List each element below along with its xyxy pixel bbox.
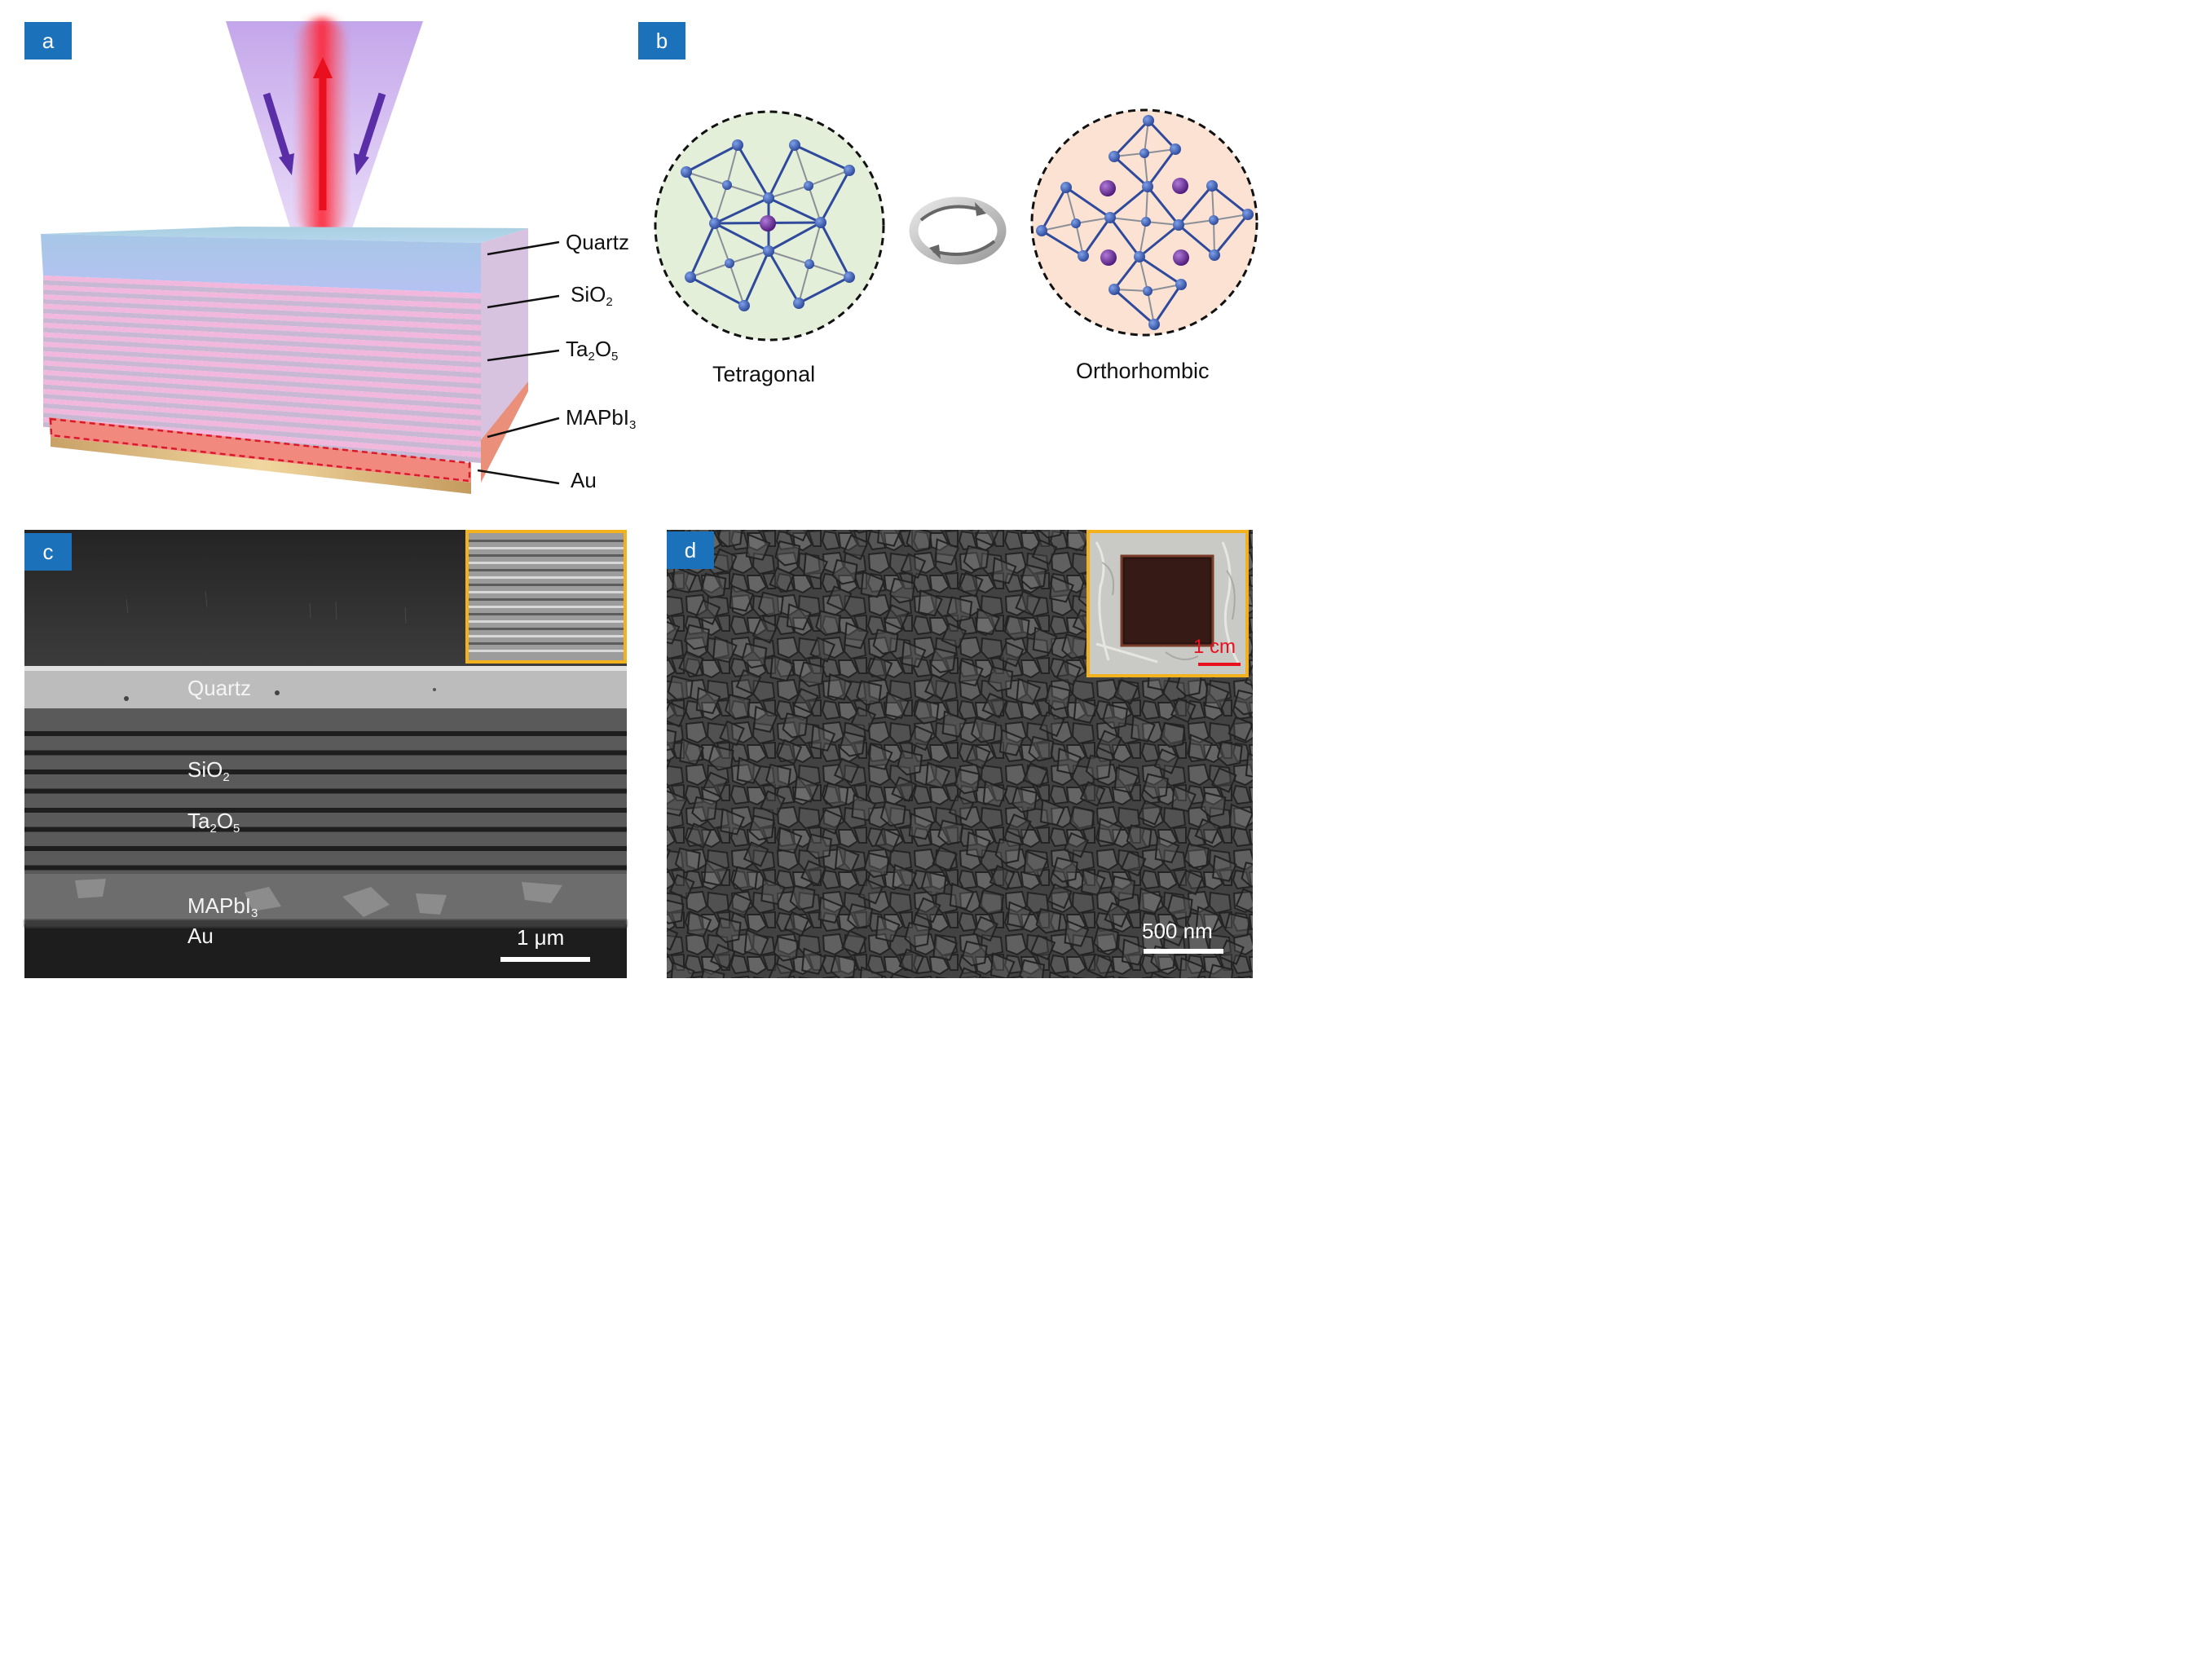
sem-label-mapbi3: MAPbI3 — [187, 893, 258, 920]
dbr-stripe — [43, 408, 481, 448]
dbr-stack — [43, 276, 481, 463]
mapbi3-dashed-box — [49, 417, 471, 483]
orthorhombic-atoms — [1036, 115, 1254, 330]
quartz-front — [41, 234, 481, 293]
sem-layer-line — [24, 808, 627, 813]
panel-a-illustration — [41, 18, 560, 494]
scale-label-d-inset: 1 cm — [1193, 636, 1236, 658]
dbr-stripe — [43, 308, 481, 336]
dbr-stripe — [43, 384, 481, 421]
dbr-stripe — [43, 318, 481, 346]
sem-au — [24, 924, 627, 978]
scale-label-c: 1 μm — [517, 925, 565, 950]
dbr-stripe — [43, 346, 481, 378]
sem-layer-line — [24, 731, 627, 736]
caption-orthorhombic: Orthorhombic — [1076, 359, 1210, 383]
sem-layer-line — [24, 750, 627, 756]
inset-layer-line — [469, 584, 624, 586]
pump-arrow-right — [357, 92, 386, 161]
dbr-stripe — [43, 299, 481, 325]
dbr-stripe — [43, 276, 481, 299]
quartz-top — [41, 227, 528, 243]
dbr-stripe — [43, 332, 481, 363]
sem-label-ta2o5: Ta2O5 — [187, 809, 240, 836]
inset-layer-line — [469, 613, 624, 615]
inset-layer-line — [469, 554, 624, 557]
scale-bar-d-inset — [1198, 663, 1241, 666]
tetragonal-atoms — [681, 139, 855, 311]
dbr-stripe — [43, 342, 481, 373]
sem-layer-line — [24, 865, 627, 871]
panel-label-b: b — [638, 22, 685, 60]
dbr-stripe — [43, 374, 481, 410]
panel-d-sem-image — [667, 530, 1253, 978]
dbr-stripe — [43, 355, 481, 389]
caption-tetragonal: Tetragonal — [712, 362, 816, 386]
phase-transition-icon — [909, 196, 1007, 265]
dbr-stripe — [43, 417, 481, 458]
panel-label-a: a — [24, 22, 72, 60]
pump-arrow-left — [262, 92, 291, 161]
inset-layer-line — [469, 635, 624, 637]
label-mapbi3: MAPbI3 — [566, 405, 637, 432]
label-au: Au — [571, 468, 597, 492]
scale-label-d: 500 nm — [1142, 919, 1213, 943]
inset-layer-line — [469, 628, 624, 630]
dbr-stripe — [43, 394, 481, 431]
sem-layer-line — [24, 827, 627, 832]
dbr-stripe — [43, 294, 481, 320]
dbr-stripe — [43, 303, 481, 331]
sem-layer-line — [24, 788, 627, 794]
sem-label-sio2: SiO2 — [187, 757, 230, 784]
inset-layer-line — [469, 540, 624, 542]
scale-bar-d — [1144, 949, 1223, 954]
slab-side — [481, 228, 528, 473]
sem-layer-line — [24, 846, 627, 851]
inset-layer-line — [469, 576, 624, 579]
inset-layer-line — [469, 569, 624, 571]
dbr-stripe — [43, 337, 481, 368]
label-quartz: Quartz — [566, 230, 630, 254]
panel-label-d: d — [667, 531, 714, 569]
panel-b-illustration — [654, 108, 1258, 342]
sem-layer-line — [24, 769, 627, 774]
dbr-stripe — [43, 398, 481, 437]
label-ta2o5: Ta2O5 — [566, 337, 619, 364]
inset-layer-line — [469, 620, 624, 623]
inset-layer-line — [469, 591, 624, 593]
sem-label-au: Au — [187, 924, 214, 948]
dbr-stripe — [43, 327, 481, 357]
panel-label-c: c — [24, 533, 72, 571]
dbr-stripe — [43, 323, 481, 352]
dbr-stripe — [43, 284, 481, 310]
inset-layer-line — [469, 547, 624, 549]
orthorhombic-cations — [1100, 178, 1189, 266]
inset-layer-line — [469, 562, 624, 564]
dbr-stripe — [43, 403, 481, 442]
dbr-stripe — [43, 370, 481, 405]
inset-layer-line — [469, 642, 624, 645]
inset-layer-line — [469, 606, 624, 608]
dbr-stripe — [43, 289, 481, 315]
sem-inset — [465, 530, 627, 664]
dbr-stripe — [43, 351, 481, 384]
sem-label-quartz: Quartz — [187, 676, 252, 700]
dbr-stripe — [43, 379, 481, 416]
scale-bar-c — [500, 957, 590, 962]
label-sio2: SiO2 — [571, 282, 613, 309]
tetragonal-cation — [760, 215, 776, 231]
mapbi3-layer — [49, 417, 471, 483]
inset-layer-line — [469, 598, 624, 601]
dbr-stripe — [43, 280, 481, 304]
figure-canvas — [24, 18, 1258, 978]
sem-quartz-band — [24, 666, 627, 708]
panel-c-sem-image — [24, 530, 627, 978]
dbr-stripe — [43, 389, 481, 426]
dbr-stripe — [43, 412, 481, 452]
inset-layer-line — [469, 650, 624, 652]
dbr-stripe — [43, 360, 481, 395]
au-layer — [51, 437, 471, 494]
dbr-stripe — [43, 313, 481, 342]
dbr-stripe — [43, 365, 481, 399]
